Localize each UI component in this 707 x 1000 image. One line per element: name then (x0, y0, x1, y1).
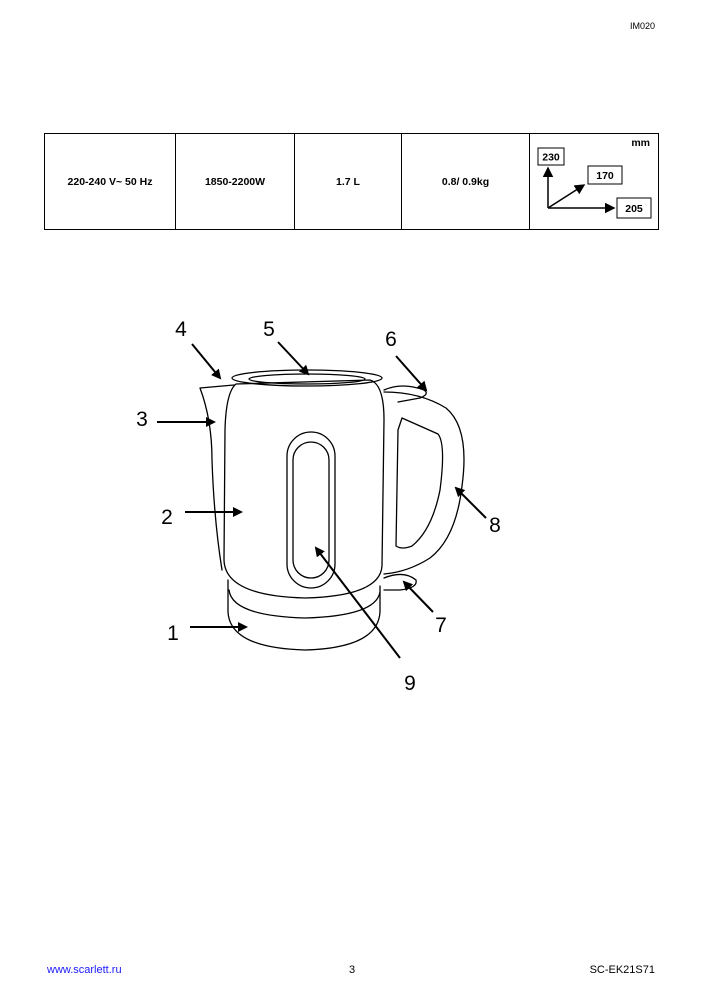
power-switch (383, 573, 417, 591)
callout-label-8: 8 (489, 514, 501, 537)
callout-label-9: 9 (404, 672, 416, 695)
callout-label-2: 2 (161, 506, 173, 529)
height-value: 230 (542, 152, 560, 164)
base-seam (228, 589, 381, 619)
page-number: 3 (349, 964, 356, 976)
callout-arrow-7 (402, 580, 434, 613)
callout-arrow-8 (454, 486, 487, 519)
power-cell: 1850-2200W (175, 133, 295, 230)
website-link[interactable]: www.scarlett.ru (47, 964, 122, 976)
width-box (616, 197, 652, 219)
callout-label-7: 7 (435, 614, 447, 637)
unit-label: mm (631, 137, 650, 149)
handle-grip (395, 417, 444, 549)
kettle-body (223, 379, 385, 599)
height-box (537, 147, 565, 166)
weight-cell: 0.8/ 0.9kg (401, 133, 530, 230)
capacity-cell: 1.7 L (294, 133, 402, 230)
callout-arrow-9 (314, 546, 401, 659)
kettle-handle (383, 391, 465, 575)
callout-label-3: 3 (136, 408, 148, 431)
table-row: 220-240 V~ 50 Hz 1850-2200W 1.7 L 0.8/ 0… (44, 133, 659, 230)
callout-arrows (157, 341, 487, 659)
water-window-outer (286, 431, 336, 589)
depth-arrow (547, 184, 586, 209)
callout-arrow-6 (395, 355, 428, 392)
callout-label-5: 5 (263, 318, 275, 341)
depth-value: 170 (596, 170, 614, 182)
callout-label-4: 4 (175, 318, 187, 341)
dimensions-cell: mm 230 170 205 (529, 133, 659, 230)
document-code: IM020 (629, 21, 655, 31)
callout-arrow-4 (191, 343, 222, 380)
callout-label-6: 6 (385, 328, 397, 351)
kettle-diagram: 1 2 3 4 5 6 7 8 9 (136, 318, 501, 695)
specifications-table: 220-240 V~ 50 Hz 1850-2200W 1.7 L 0.8/ 0… (44, 133, 659, 230)
kettle-spout (199, 384, 235, 571)
callout-label-1: 1 (167, 622, 179, 645)
model-number: SC-EK21S71 (589, 964, 655, 976)
dimensions-diagram: mm 230 170 205 (537, 137, 652, 219)
width-value: 205 (625, 203, 643, 215)
callout-arrow-5 (277, 341, 310, 376)
depth-box (587, 165, 623, 185)
water-window-inner (292, 441, 330, 579)
voltage-cell: 220-240 V~ 50 Hz (44, 133, 176, 230)
